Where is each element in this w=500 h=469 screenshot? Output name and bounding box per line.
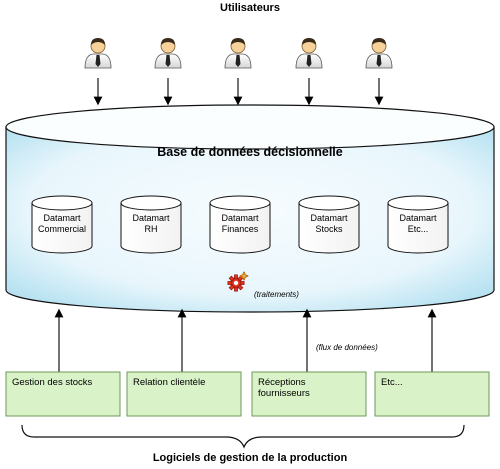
datamarts-group bbox=[31, 195, 449, 254]
processing-label: (traitements) bbox=[254, 290, 299, 299]
datamart-label-line1: Datamart bbox=[221, 213, 259, 223]
user-icon bbox=[224, 38, 252, 69]
datamart-label-line1: Datamart bbox=[43, 213, 81, 223]
source-label-line2: fournisseurs bbox=[258, 388, 310, 399]
user-icon bbox=[365, 38, 393, 69]
source-label-line1: Relation clientèle bbox=[133, 377, 206, 388]
datamart-label-line2: Stocks bbox=[315, 224, 343, 234]
users-group bbox=[84, 38, 393, 69]
user-icon bbox=[154, 38, 182, 69]
source-label-line1: Etc... bbox=[381, 377, 403, 388]
datamart-label-line2: RH bbox=[144, 224, 158, 234]
source-label: Relation clientèle bbox=[133, 377, 205, 388]
user-arrows bbox=[93, 78, 384, 106]
gear-icon bbox=[227, 271, 249, 292]
datamart-label-line2: Finances bbox=[221, 224, 259, 234]
source-label: Etc... bbox=[381, 377, 403, 388]
sources-group bbox=[5, 371, 490, 417]
source-label: Gestion des stocks bbox=[12, 377, 92, 388]
datamart-label-line2: Etc... bbox=[407, 224, 429, 234]
flow-label: (flux de données) bbox=[316, 343, 378, 352]
source-box bbox=[126, 371, 242, 417]
source-label-line1: Réceptions bbox=[258, 377, 306, 388]
datamart-cylinder bbox=[209, 195, 271, 254]
datamart-label-line1: Datamart bbox=[399, 213, 437, 223]
user-icon bbox=[295, 38, 323, 69]
users-title: Utilisateurs bbox=[220, 2, 280, 14]
database-title: Base de données décisionnelle bbox=[157, 145, 343, 159]
source-arrows bbox=[54, 308, 437, 372]
datamart-cylinder bbox=[298, 195, 360, 254]
production-title: Logiciels de gestion de la production bbox=[152, 452, 348, 464]
datamart-label-line2: Commercial bbox=[37, 224, 86, 234]
source-label-line1: Gestion des stocks bbox=[12, 377, 93, 388]
user-icon bbox=[84, 38, 112, 69]
source-box bbox=[374, 371, 490, 417]
source-box bbox=[5, 371, 121, 417]
datamart-label-line1: Datamart bbox=[310, 213, 348, 223]
datamart-cylinder bbox=[31, 195, 93, 254]
curly-brace bbox=[21, 424, 465, 449]
datamart-label-line1: Datamart bbox=[132, 213, 170, 223]
source-box bbox=[251, 371, 367, 417]
datamart-cylinder bbox=[387, 195, 449, 254]
datamart-cylinder bbox=[120, 195, 182, 254]
